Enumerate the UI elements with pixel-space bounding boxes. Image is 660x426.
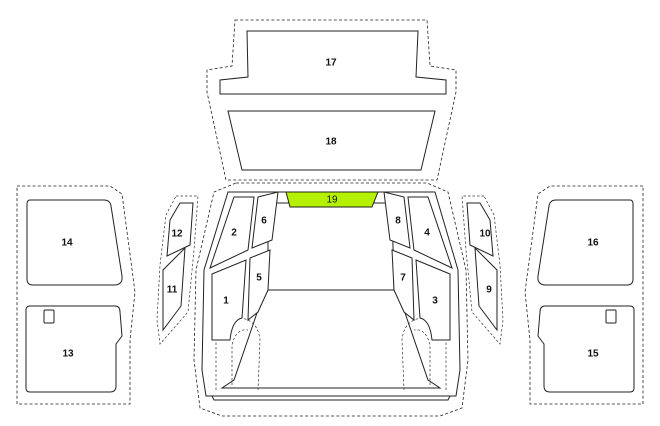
panel-7[interactable]	[391, 249, 415, 322]
left-door-group: 14 13	[16, 185, 136, 405]
panel-9[interactable]	[474, 246, 498, 332]
door-handle-left	[43, 309, 55, 324]
label-13: 13	[62, 349, 74, 360]
panel-12[interactable]	[166, 202, 194, 257]
label-1: 1	[223, 296, 229, 307]
label-6: 6	[261, 216, 267, 227]
label-16: 16	[587, 238, 599, 249]
label-5: 5	[256, 273, 262, 284]
roof-outline	[206, 19, 457, 181]
panel-5[interactable]	[247, 249, 271, 322]
left-window-outline	[156, 195, 199, 345]
cargo-group: 1 2 3 4 5 6 7 8 19	[193, 182, 469, 417]
cargo-back-wall	[267, 202, 395, 291]
panel-16[interactable]	[537, 199, 634, 286]
floor-bottom-edge	[211, 395, 451, 401]
right-window-outline	[461, 195, 504, 345]
panel-4[interactable]	[407, 196, 453, 269]
label-18: 18	[325, 137, 337, 148]
cargo-outline	[193, 182, 469, 417]
label-2: 2	[231, 228, 237, 239]
door-handle-right	[605, 309, 617, 324]
panel-18[interactable]	[227, 110, 436, 171]
panel-10[interactable]	[466, 202, 494, 257]
label-12: 12	[171, 229, 183, 240]
label-7: 7	[400, 273, 406, 284]
right-wheel-arch-inner	[413, 329, 431, 385]
panel-13[interactable]	[25, 305, 123, 393]
label-3: 3	[432, 296, 438, 307]
panel-1[interactable]	[211, 259, 247, 341]
panel-3[interactable]	[415, 259, 451, 341]
roof-group: 17 18	[206, 19, 457, 181]
right-door-outline	[524, 185, 644, 405]
cargo-inner-wall	[201, 191, 461, 397]
right-door-group: 16 15	[524, 185, 644, 405]
panel-6[interactable]	[251, 191, 279, 249]
label-17: 17	[325, 58, 337, 69]
left-window-group: 12 11	[156, 195, 199, 345]
label-9: 9	[486, 285, 492, 296]
panel-15[interactable]	[537, 305, 635, 393]
label-14: 14	[61, 238, 73, 249]
right-window-group: 10 9	[461, 195, 504, 345]
label-4: 4	[424, 228, 430, 239]
panel-2[interactable]	[209, 196, 255, 269]
panel-14[interactable]	[26, 199, 123, 286]
left-wheel-arch-inner	[231, 329, 249, 385]
label-8: 8	[395, 216, 401, 227]
panel-17[interactable]	[219, 30, 447, 95]
label-15: 15	[587, 349, 599, 360]
label-19: 19	[326, 195, 338, 206]
panel-19[interactable]	[285, 191, 379, 208]
panel-8[interactable]	[383, 191, 411, 249]
left-door-outline	[16, 185, 136, 405]
label-10: 10	[479, 229, 491, 240]
panel-11[interactable]	[162, 246, 186, 332]
label-11: 11	[167, 285, 178, 296]
